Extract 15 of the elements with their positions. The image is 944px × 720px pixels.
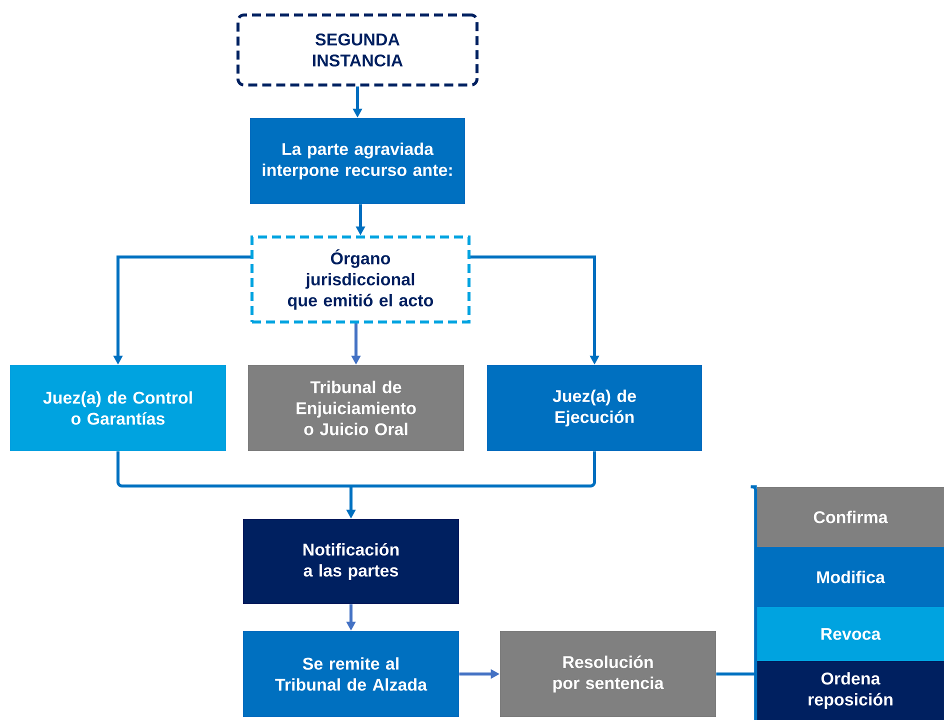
process-box: Juez(a) de Ejecución [487,365,702,451]
process-box: Confirma [757,487,944,547]
process-box: Ordena reposición [757,661,944,720]
process-box: Revoca [757,607,944,661]
dashed-box: SEGUNDA INSTANCIA [236,14,478,86]
dashed-box: Órgano jurisdiccional que emitió el acto [250,236,470,324]
process-box: Notificación a las partes [243,519,459,604]
process-box: Se remite al Tribunal de Alzada [243,631,459,717]
process-box: Resolución por sentencia [500,631,716,717]
bracket [714,485,758,720]
process-box: Tribunal de Enjuiciamiento o Juicio Oral [248,365,464,451]
node-label: Modifica [817,570,886,584]
process-box: La parte agraviada interpone recurso ante: [250,118,465,204]
process-box: Modifica [757,547,944,607]
process-box: Juez(a) de Control o Garantías [10,365,226,451]
